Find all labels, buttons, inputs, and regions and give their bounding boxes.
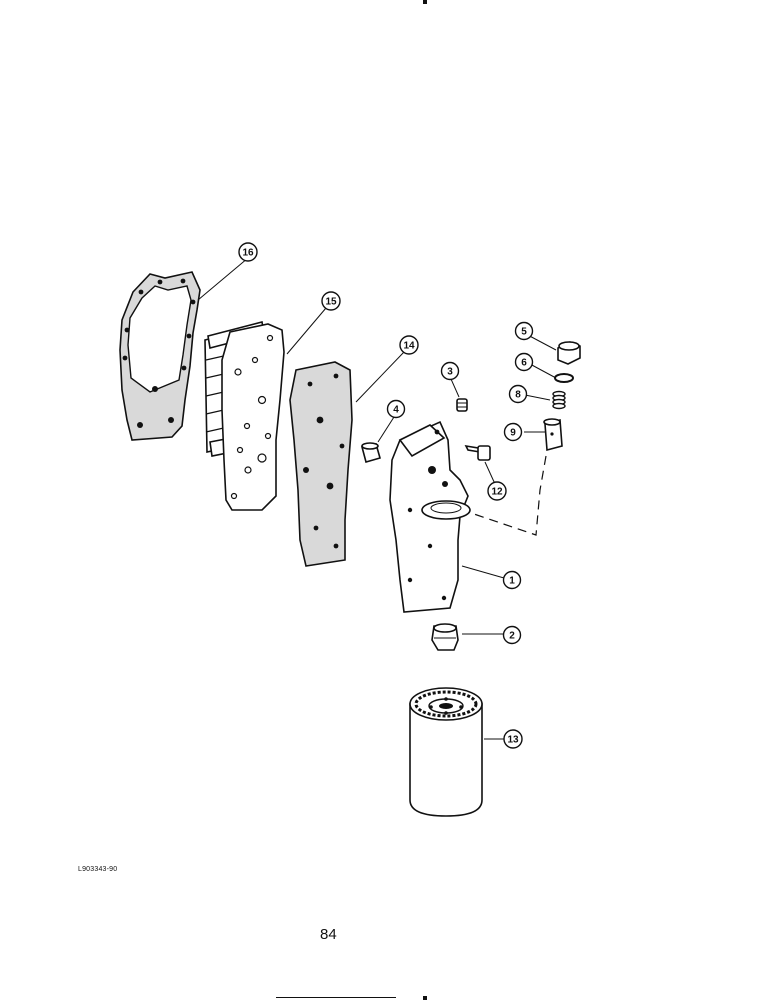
svg-text:6: 6 <box>521 358 527 369</box>
svg-text:9: 9 <box>510 428 516 439</box>
oil-filter-13 <box>409 687 483 817</box>
svg-text:13: 13 <box>507 735 519 746</box>
fitting-4 <box>361 442 381 463</box>
bottom-edge-mark <box>423 996 427 1000</box>
callout-8: 8 <box>508 384 528 404</box>
plug-3 <box>456 398 468 412</box>
callout-13: 13 <box>503 729 523 749</box>
callout-2: 2 <box>502 625 522 645</box>
adapter-2 <box>431 623 459 651</box>
svg-text:5: 5 <box>521 327 527 338</box>
svg-text:3: 3 <box>447 367 453 378</box>
svg-text:14: 14 <box>403 341 415 352</box>
svg-text:4: 4 <box>393 405 399 416</box>
callout-3: 3 <box>440 361 460 381</box>
gasket-16 <box>119 271 201 441</box>
spring-8 <box>552 390 566 410</box>
top-edge-mark <box>423 0 427 4</box>
callout-16: 16 <box>238 242 258 262</box>
callout-4: 4 <box>386 399 406 419</box>
filter-head-1 <box>389 420 471 613</box>
svg-text:2: 2 <box>509 631 515 642</box>
callout-15: 15 <box>321 291 341 311</box>
gasket-14 <box>289 361 353 567</box>
o-ring-6 <box>554 373 574 383</box>
callout-9: 9 <box>503 422 523 442</box>
callout-5: 5 <box>514 321 534 341</box>
bolt-12 <box>464 444 491 461</box>
page-number: 84 <box>320 926 337 943</box>
valve-9 <box>543 418 563 452</box>
svg-text:15: 15 <box>325 297 337 308</box>
callout-6: 6 <box>514 352 534 372</box>
svg-text:8: 8 <box>515 390 521 401</box>
leader-lines <box>197 257 557 740</box>
callout-1: 1 <box>502 570 522 590</box>
callout-14: 14 <box>399 335 419 355</box>
drawing-id: L903343-90 <box>78 866 118 873</box>
plug-5 <box>557 341 581 365</box>
bottom-edge-line <box>276 997 396 998</box>
svg-text:1: 1 <box>509 576 515 587</box>
callout-12: 12 <box>487 481 507 501</box>
svg-text:16: 16 <box>242 248 254 259</box>
oil-cooler-15 <box>204 321 285 511</box>
svg-text:12: 12 <box>491 487 503 498</box>
assembly-dashed-line <box>473 455 547 536</box>
